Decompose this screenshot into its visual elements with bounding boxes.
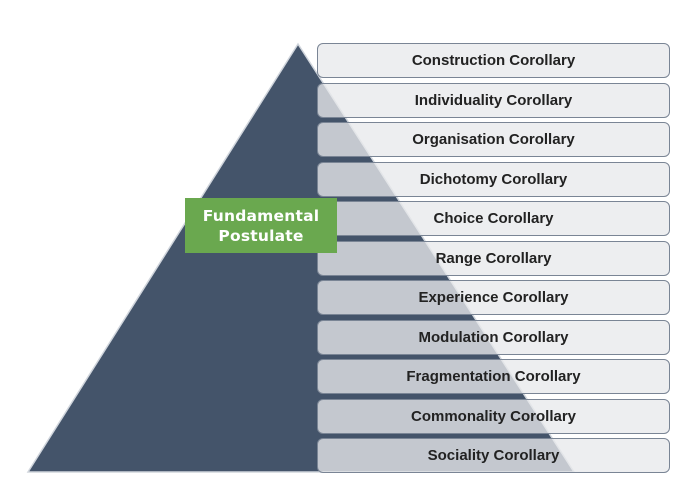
postulate-line-1: Fundamental [202, 206, 320, 225]
corollary-commonality: Commonality Corollary [317, 398, 670, 434]
corollary-sociality: Sociality Corollary [317, 438, 670, 473]
corollary-individuality: Individuality Corollary [317, 82, 670, 118]
corollary-dichotomy: Dichotomy Corollary [317, 161, 670, 197]
corollary-choice: Choice Corollary [317, 201, 670, 236]
corollary-modulation: Modulation Corollary [317, 319, 670, 355]
corollary-experience: Experience Corollary [317, 280, 670, 315]
corollary-list: Construction Corollary Individuality Cor… [317, 43, 670, 478]
corollary-organisation: Organisation Corollary [317, 122, 670, 157]
fundamental-postulate-label: Fundamental Postulate [185, 198, 337, 253]
corollary-fragmentation: Fragmentation Corollary [317, 359, 670, 394]
postulate-line-2: Postulate [218, 226, 304, 245]
corollary-range: Range Corollary [317, 240, 670, 276]
corollary-construction: Construction Corollary [317, 43, 670, 78]
